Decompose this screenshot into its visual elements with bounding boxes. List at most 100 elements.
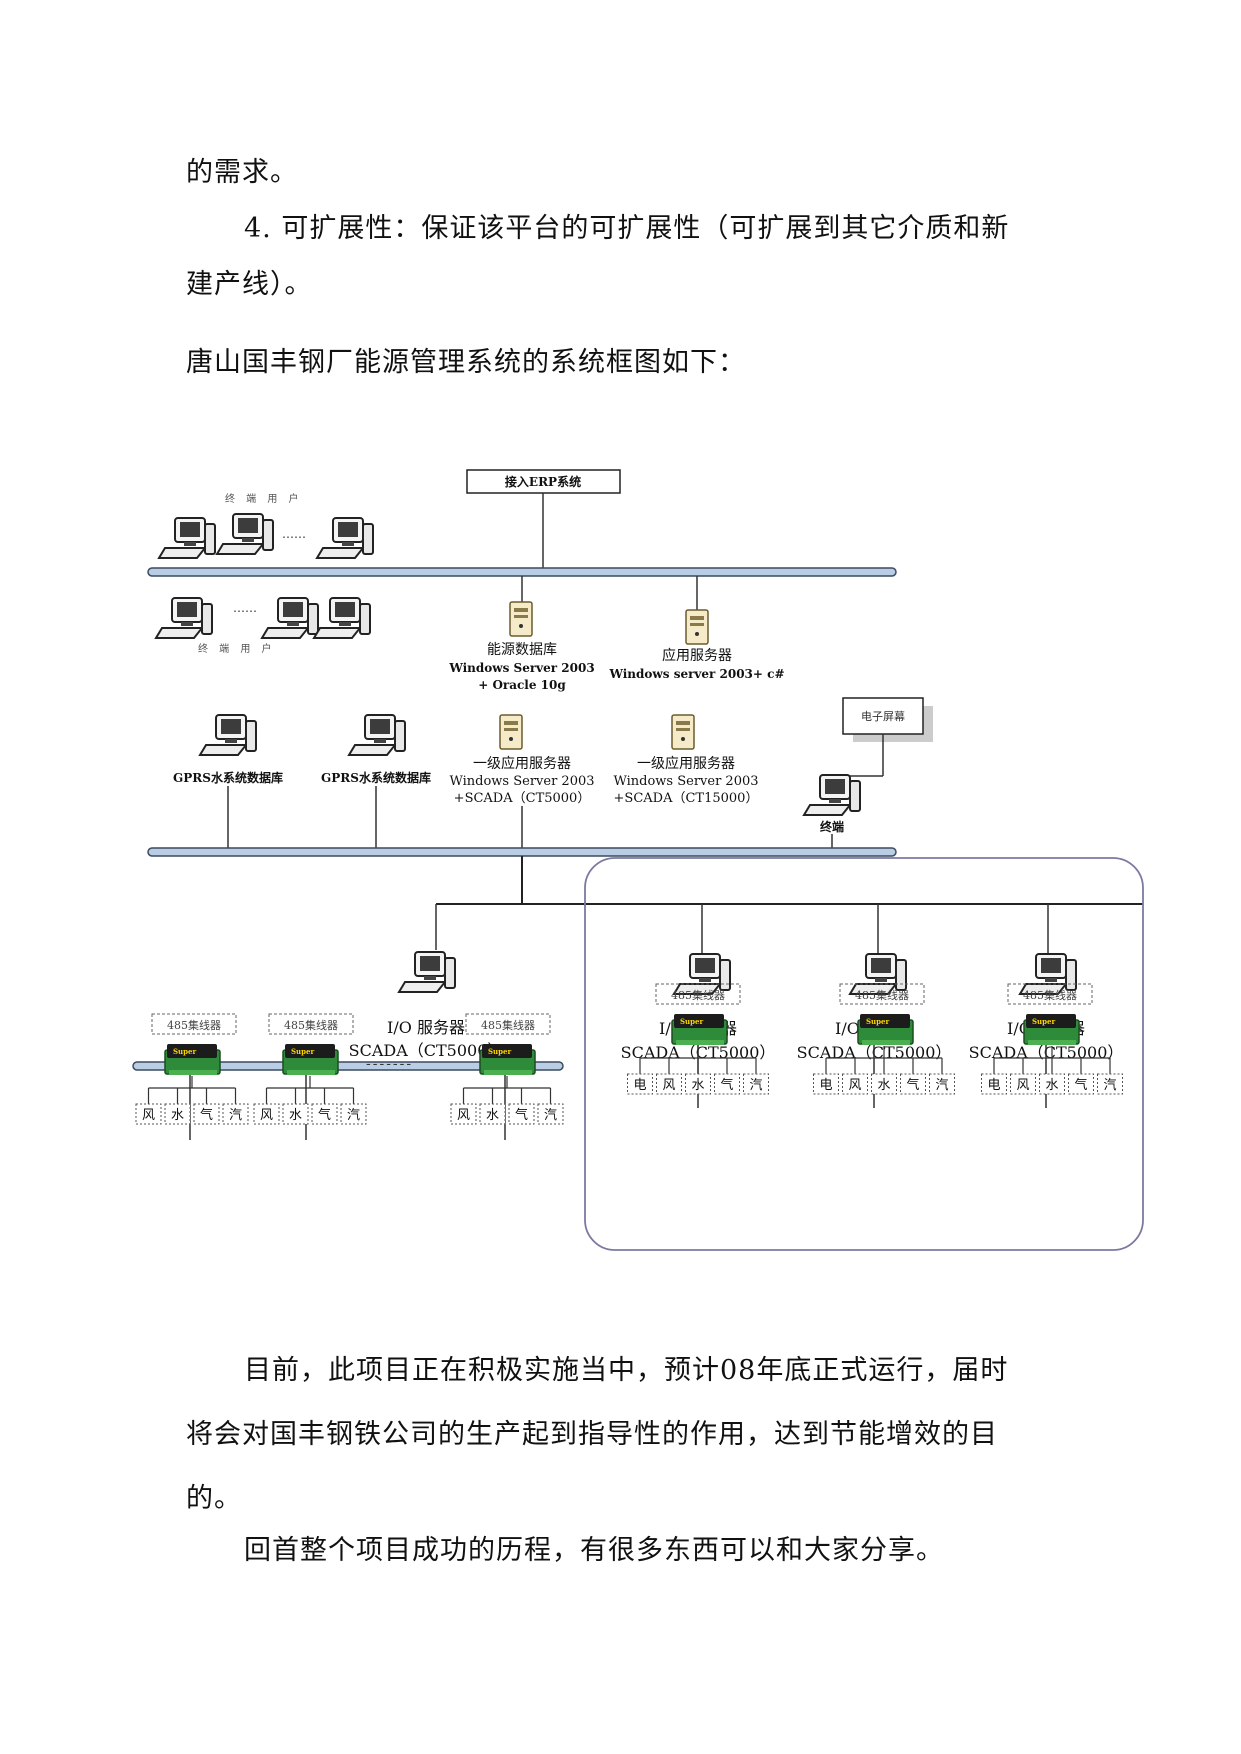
network-bus-middle [147,847,897,857]
medium-box [282,1103,309,1125]
electronic-screen [842,697,924,735]
concentrator-box [655,983,741,1005]
concentrator-box [268,1013,354,1035]
pc-icon [155,597,213,639]
text-end: 的。 [186,1483,242,1514]
pc-icon [261,597,319,639]
concentrator-box [151,1013,237,1035]
concentrator-box [1007,983,1093,1005]
electronic-screen-label: 电子屏幕 [861,709,905,723]
concentrator-label: 485集线器 [671,988,725,1002]
hub-icon [857,1013,914,1046]
pc-icon [316,517,374,559]
pc-icon [158,517,216,559]
pc-icon [673,953,731,995]
medium-box [340,1103,367,1125]
medium-label: 水 [486,1108,499,1123]
terminal-users-top: 终 端 用 户 [225,492,303,505]
medium-label: 汽 [229,1108,242,1123]
concentrator-box [839,983,925,1005]
medium-box [871,1073,897,1095]
concentrator-label: 485集线器 [855,988,909,1002]
pc-icon [313,597,371,639]
medium-label: 气 [906,1077,919,1093]
medium-box [1039,1073,1065,1095]
medium-label: 电 [987,1078,1000,1093]
pc-icon [849,953,907,995]
medium-box [743,1073,769,1095]
gprs-db-1: GPRS水系统数据库 [173,770,283,785]
plant-group-box [584,857,1144,1251]
text-progress: 目前，此项目正在积极实施当中，预计08年底正式运行，届时 [244,1355,1009,1386]
l1-app-a-title: 一级应用服务器 [473,755,571,772]
concentrator-label: 485集线器 [284,1018,338,1032]
medium-label: 风 [848,1078,861,1093]
medium-label: 水 [289,1108,302,1123]
medium-label: 水 [171,1108,184,1123]
text-extensibility: 4. 可扩展性：保证该平台的可扩展性（可扩展到其它介质和新 [244,213,1010,244]
medium-box [627,1073,653,1095]
text-reflection: 回首整个项目成功的历程，有很多东西可以和大家分享。 [244,1535,944,1566]
text-need: 的需求。 [186,157,298,188]
app-server-os: Windows server 2003+ c# [608,667,784,681]
medium-label: 气 [318,1107,331,1123]
medium-box [900,1073,926,1095]
pc-icon [199,714,257,756]
ellipsis: …… [233,601,257,615]
io-server-left-title: I/O 服务器 [387,1018,465,1037]
medium-box [929,1073,955,1095]
medium-label: 汽 [749,1078,762,1093]
medium-box [1097,1073,1123,1095]
text-new-lines: 建产线）。 [186,269,313,300]
energy-db-oracle: + Oracle 10g [478,678,566,692]
io-server-left-scada: SCADA（CT5000） [349,1041,504,1060]
medium-box [193,1103,220,1125]
pc-icon [216,513,274,555]
medium-box [1068,1073,1094,1095]
terminal-users-bottom: 终 端 用 户 [198,642,276,655]
medium-label: 风 [662,1078,675,1093]
l1-app-b-os: Windows Server 2003 [613,774,758,789]
erp-label: 接入ERP系统 [505,474,581,489]
energy-db-title: 能源数据库 [487,642,557,658]
network-bus-top [147,567,897,577]
medium-label: 风 [260,1108,273,1123]
medium-label: 气 [720,1077,733,1093]
medium-label: 水 [877,1078,890,1093]
medium-box [508,1103,535,1125]
pc-icon [803,774,861,816]
medium-box [311,1103,338,1125]
hub-icon [1023,1013,1080,1046]
medium-label: 汽 [1103,1078,1116,1093]
hub-icon [671,1013,728,1046]
concentrator-label: 485集线器 [1023,988,1077,1002]
medium-box [981,1073,1007,1095]
media-trees: 风水气汽风水气汽风水气汽电风水气汽电风水气汽电风水气汽 [135,1046,1123,1125]
dash-separator: ------- [366,1056,413,1072]
terminal-label: 终端 [820,819,844,834]
pc-icon [398,951,456,993]
server-icon [509,601,533,637]
medium-label: 电 [819,1078,832,1093]
concentrator-label: 485集线器 [481,1018,535,1032]
server-icon [685,609,709,645]
medium-box [253,1103,280,1125]
medium-label: 风 [142,1108,155,1123]
medium-label: 气 [1074,1077,1087,1093]
medium-label: 电 [633,1078,646,1093]
medium-box [813,1073,839,1095]
medium-box [714,1073,740,1095]
medium-label: 水 [1045,1078,1058,1093]
medium-box [842,1073,868,1095]
medium-box [479,1103,506,1125]
medium-label: 汽 [347,1108,360,1123]
medium-label: 水 [691,1078,704,1093]
l1-app-b-scada: +SCADA（CT15000） [614,791,759,806]
energy-db-os: Windows Server 2003 [448,661,594,675]
medium-label: 汽 [935,1078,948,1093]
medium-box [164,1103,191,1125]
medium-label: 风 [457,1108,470,1123]
medium-box [222,1103,249,1125]
medium-label: 风 [1016,1078,1029,1093]
hub-icon [479,1043,536,1076]
